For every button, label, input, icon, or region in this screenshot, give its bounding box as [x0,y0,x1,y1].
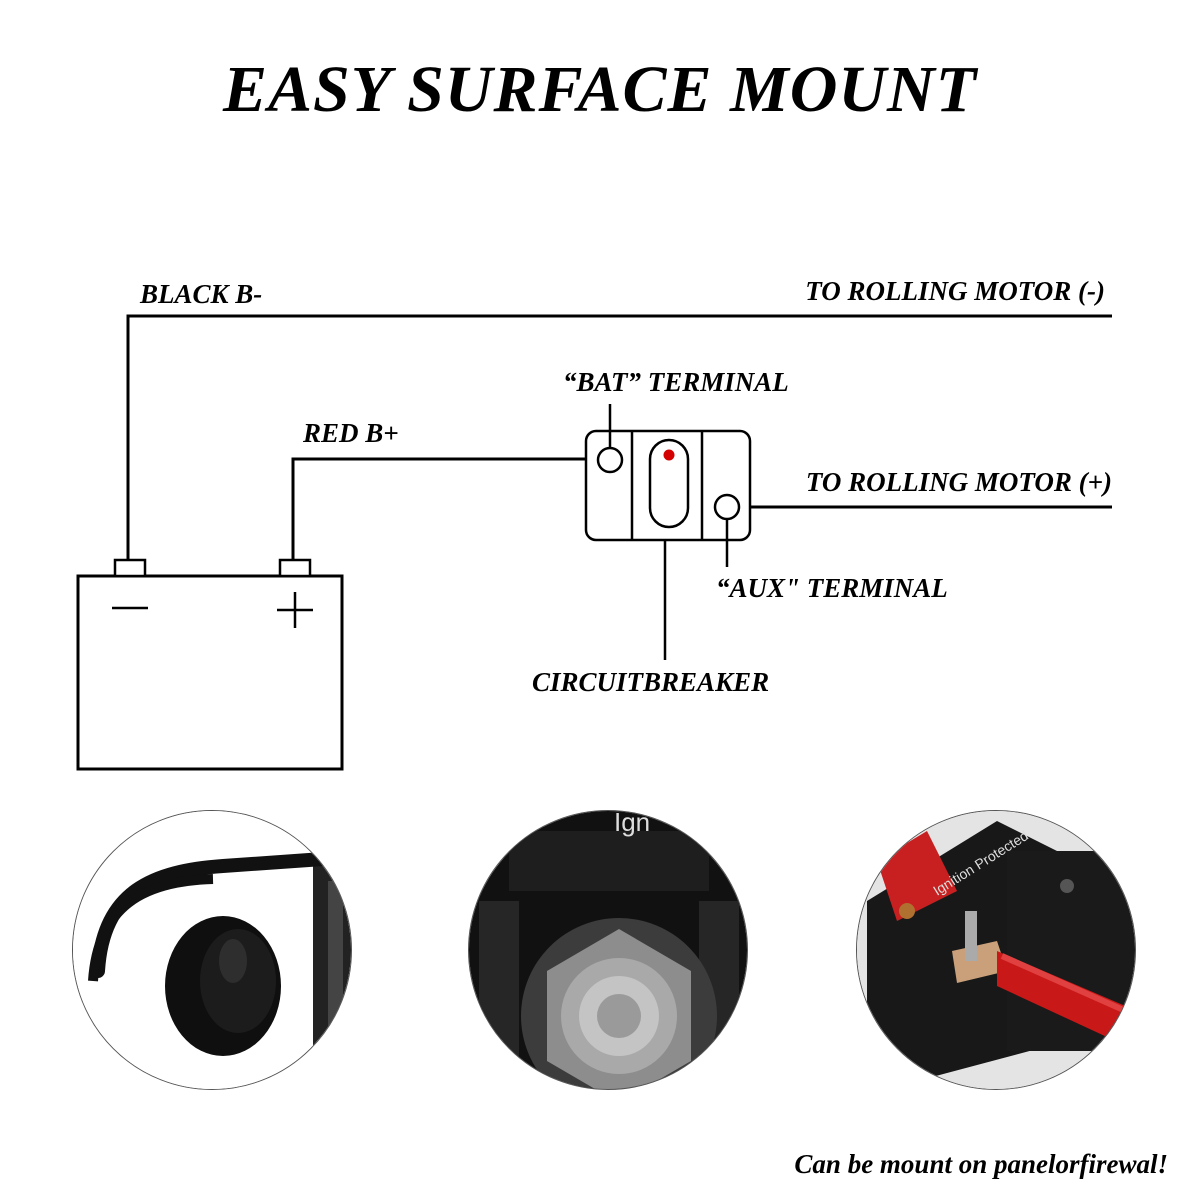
photo-rubber-cap [72,810,352,1090]
photo-terminal-nut: Ign [468,810,748,1090]
label-black-b: BLACK B- [139,279,262,309]
battery-positive-post [278,558,312,578]
battery-negative-post [113,558,147,578]
reset-lever [648,438,690,529]
indicator-dot [663,449,675,461]
battery [76,574,344,771]
label-to-motor-neg: TO ROLLING MOTOR (-) [805,276,1105,306]
label-to-motor-pos: TO ROLLING MOTOR (+) [806,467,1112,497]
label-bat-terminal: “BAT” TERMINAL [563,367,789,397]
label-aux-terminal: “AUX" TERMINAL [716,573,948,603]
photo-breaker-cable: Ignition Protected [856,810,1136,1090]
page-title: EASY SURFACE MOUNT [222,53,978,126]
bat-terminal-circle [596,446,624,474]
red-positive-wire [291,457,590,560]
photo-caption-ign: Ign [614,811,650,837]
label-red-b: RED B+ [302,418,399,448]
footer-note: Can be mount on panelorfirewal! [794,1149,1168,1179]
black-negative-wire [126,314,1112,560]
aux-terminal-circle [713,493,741,521]
wiring-diagram: BLACK B- TO ROLLING MOTOR (-) “BAT” TERM… [76,276,1112,771]
label-circuit-breaker: CIRCUITBREAKER [532,667,769,697]
